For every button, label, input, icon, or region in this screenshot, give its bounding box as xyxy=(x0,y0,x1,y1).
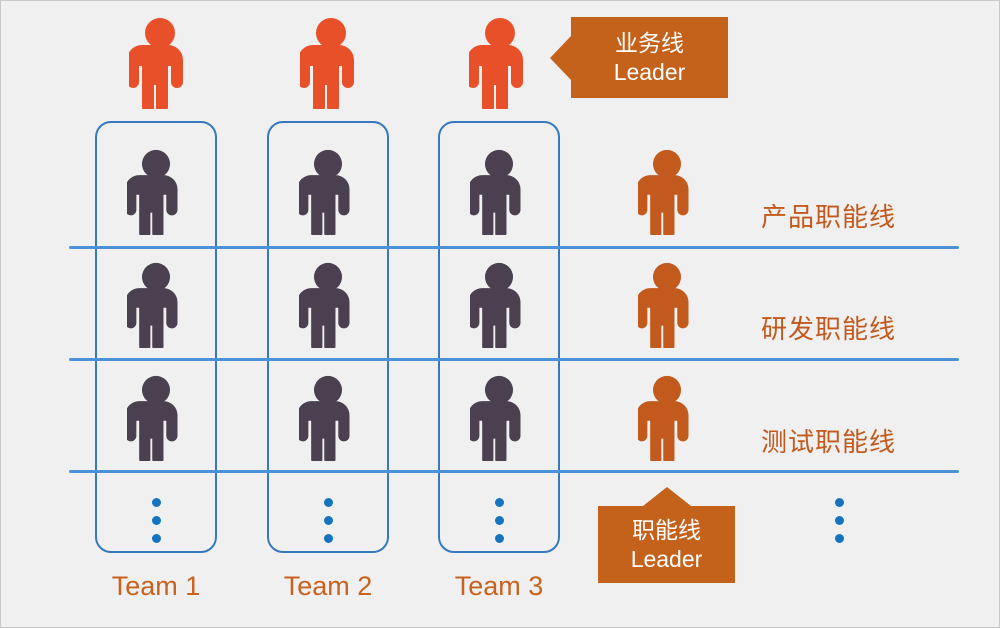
dot-icon xyxy=(834,534,844,543)
business-leader-callout-line2: Leader xyxy=(613,58,686,85)
team-member-icon-t1-r2 xyxy=(127,262,185,348)
team-box-team-3[interactable] xyxy=(438,121,560,553)
dot-icon xyxy=(494,534,504,543)
dot-icon xyxy=(323,516,333,525)
dot-icon xyxy=(494,498,504,507)
function-line-divider-3 xyxy=(69,470,959,473)
team-member-icon-t2-r1 xyxy=(299,149,357,235)
callout-arrow-left-icon xyxy=(550,35,571,80)
dot-icon xyxy=(323,534,333,543)
function-line-divider-1 xyxy=(69,246,959,249)
function-leader-callout-line2: Leader xyxy=(630,545,703,572)
dot-icon xyxy=(494,516,504,525)
function-leader-icon-rnd xyxy=(638,262,696,348)
function-leader-callout: 职能线 Leader xyxy=(598,487,735,583)
team-member-icon-t2-r2 xyxy=(299,262,357,348)
dot-icon xyxy=(151,498,161,507)
function-leader-icon-test xyxy=(638,375,696,461)
more-members-indicator-team-2 xyxy=(323,498,333,543)
team-label-team-3: Team 3 xyxy=(454,571,544,601)
function-line-label-product: 产品职能线 xyxy=(761,202,897,232)
dot-icon xyxy=(151,534,161,543)
business-leader-callout-line1: 业务线 xyxy=(615,29,684,56)
function-leader-icon-product xyxy=(638,149,696,235)
dot-icon xyxy=(151,516,161,525)
team-member-icon-t1-r3 xyxy=(127,375,185,461)
team-member-icon-t3-r1 xyxy=(470,149,528,235)
business-leader-icon-team-1 xyxy=(129,17,191,109)
function-leader-callout-line1: 职能线 xyxy=(632,516,701,543)
business-leader-icon-team-3 xyxy=(469,17,531,109)
more-teams-indicator xyxy=(834,498,844,543)
team-box-team-1[interactable] xyxy=(95,121,217,553)
team-label-team-1: Team 1 xyxy=(111,571,201,601)
team-box-team-2[interactable] xyxy=(267,121,389,553)
function-line-label-rnd: 研发职能线 xyxy=(761,314,897,344)
callout-arrow-up-icon xyxy=(642,487,691,506)
team-member-icon-t3-r2 xyxy=(470,262,528,348)
more-members-indicator-team-3 xyxy=(494,498,504,543)
more-members-indicator-team-1 xyxy=(151,498,161,543)
business-leader-callout: 业务线 Leader xyxy=(550,17,728,98)
team-member-icon-t2-r3 xyxy=(299,375,357,461)
function-line-divider-2 xyxy=(69,358,959,361)
team-member-icon-t1-r1 xyxy=(127,149,185,235)
team-label-team-2: Team 2 xyxy=(283,571,373,601)
dot-icon xyxy=(834,498,844,507)
function-line-label-test: 测试职能线 xyxy=(761,427,897,457)
business-leader-icon-team-2 xyxy=(300,17,362,109)
team-member-icon-t3-r3 xyxy=(470,375,528,461)
dot-icon xyxy=(834,516,844,525)
dot-icon xyxy=(323,498,333,507)
